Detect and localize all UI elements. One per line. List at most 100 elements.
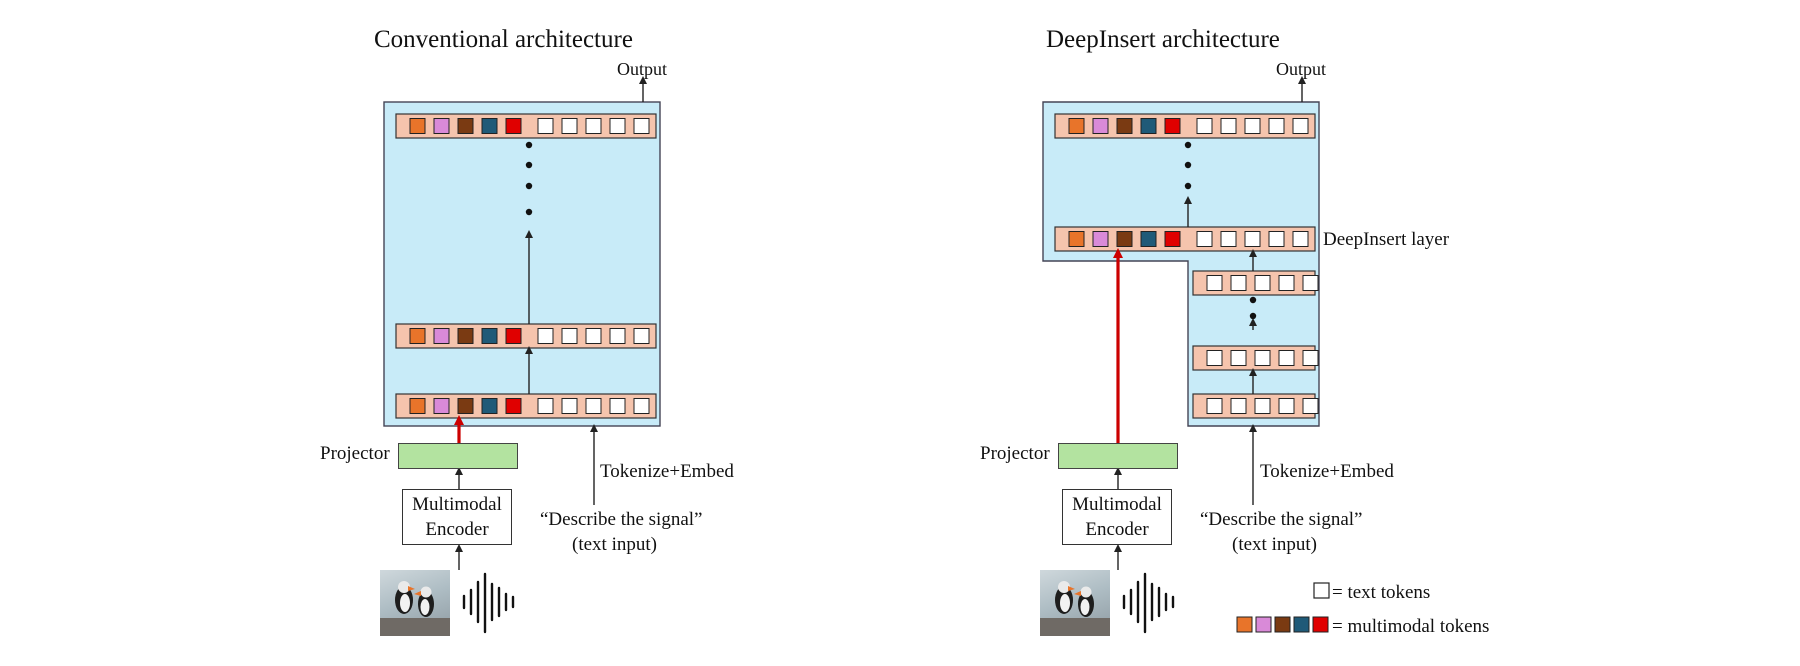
right-text-layer-2-text-token: [1302, 350, 1319, 366]
right-top-layer-multimodal-token: [1140, 118, 1157, 134]
right-text-layer-2-text-token: [1254, 350, 1271, 366]
left-middle-layer-text-token: [537, 328, 554, 344]
deepinsert-layer-label: DeepInsert layer: [1323, 229, 1450, 250]
left-prompt-line1: “Describe the signal”: [540, 509, 703, 530]
left-top-layer-text-token: [633, 118, 650, 134]
left-top-layer-multimodal-token: [457, 118, 474, 134]
right-lower-ellipsis-dot: [1249, 312, 1257, 320]
right-multimodal-encoder: Multimodal Encoder: [1062, 489, 1172, 545]
left-projector-label: Projector: [320, 443, 390, 464]
left-encoder-line1: Multimodal: [412, 494, 502, 515]
right-text-layer-2-text-token: [1206, 350, 1223, 366]
deepinsert-layer-multimodal-token: [1068, 231, 1085, 247]
left-ellipsis-dot: [525, 208, 533, 216]
left-audio-waveform-icon: [460, 570, 530, 636]
right-top-layer-text-token: [1292, 118, 1309, 134]
right-encoder-line1: Multimodal: [1072, 494, 1162, 515]
right-audio-waveform-icon: [1120, 570, 1190, 636]
right-top-layer-text-token: [1196, 118, 1213, 134]
right-text-layer-3-text-token: [1206, 275, 1223, 291]
left-top-layer-multimodal-token: [505, 118, 522, 134]
right-ellipsis-dot: [1184, 161, 1192, 169]
legend-text-token-swatch: [1313, 582, 1330, 599]
left-title: Conventional architecture: [374, 26, 633, 53]
left-middle-layer-multimodal-token: [457, 328, 474, 344]
left-puffin-photo-icon: [380, 570, 450, 636]
left-bottom-layer-multimodal-token: [409, 398, 426, 414]
right-text-layer-3-text-token: [1230, 275, 1247, 291]
left-tokenize-label: Tokenize+Embed: [600, 461, 734, 482]
right-text-layer-2-text-token: [1230, 350, 1247, 366]
right-output-label: Output: [1276, 59, 1327, 79]
right-tokenize-label: Tokenize+Embed: [1260, 461, 1394, 482]
left-ellipsis-dot: [525, 141, 533, 149]
legend-multimodal-token-swatch: [1312, 616, 1329, 633]
deepinsert-layer-text-token: [1196, 231, 1213, 247]
right-text-layer-1-text-token: [1206, 398, 1223, 414]
left-prompt-line2: (text input): [572, 534, 657, 555]
left-bottom-layer-multimodal-token: [505, 398, 522, 414]
left-top-layer-text-token: [537, 118, 554, 134]
left-top-layer-multimodal-token: [409, 118, 426, 134]
right-top-layer-text-token: [1244, 118, 1261, 134]
deepinsert-layer-multimodal-token: [1164, 231, 1181, 247]
right-prompt-line2: (text input): [1232, 534, 1317, 555]
right-puffin-photo-icon: [1040, 570, 1110, 636]
left-middle-layer-multimodal-token: [409, 328, 426, 344]
left-encoder-line2: Encoder: [425, 519, 489, 540]
right-top-layer-text-token: [1220, 118, 1237, 134]
right-text-layer-1-text-token: [1302, 398, 1319, 414]
right-text-layer-1-text-token: [1230, 398, 1247, 414]
deepinsert-layer-text-token: [1268, 231, 1285, 247]
right-text-layer-2-text-token: [1278, 350, 1295, 366]
right-llm-panel: [1042, 101, 1320, 427]
deepinsert-layer-text-token: [1244, 231, 1261, 247]
legend-multimodal-token-swatch: [1255, 616, 1272, 633]
right-prompt-line1: “Describe the signal”: [1200, 509, 1363, 530]
right-title: DeepInsert architecture: [1046, 26, 1280, 53]
legend-text-tokens: = text tokens: [1332, 582, 1431, 603]
deepinsert-layer-multimodal-token: [1140, 231, 1157, 247]
right-text-layer-3-text-token: [1254, 275, 1271, 291]
left-middle-layer-multimodal-token: [481, 328, 498, 344]
right-text-layer-1-text-token: [1254, 398, 1271, 414]
left-bottom-layer-multimodal-token: [481, 398, 498, 414]
left-top-layer-multimodal-token: [481, 118, 498, 134]
deepinsert-layer-text-token: [1292, 231, 1309, 247]
deepinsert-layer-text-token: [1220, 231, 1237, 247]
left-output-label: Output: [617, 59, 668, 79]
right-text-layer-3-text-token: [1278, 275, 1295, 291]
left-bottom-layer-multimodal-token: [457, 398, 474, 414]
right-top-layer-multimodal-token: [1164, 118, 1181, 134]
left-bottom-layer-text-token: [537, 398, 554, 414]
right-text-layer-3-text-token: [1302, 275, 1319, 291]
right-lower-ellipsis-dot: [1249, 296, 1257, 304]
left-top-layer-text-token: [585, 118, 602, 134]
left-bottom-layer-text-token: [561, 398, 578, 414]
right-top-layer-multimodal-token: [1116, 118, 1133, 134]
left-ellipsis-dot: [525, 161, 533, 169]
legend-multimodal-tokens: = multimodal tokens: [1332, 616, 1490, 637]
left-middle-layer-text-token: [633, 328, 650, 344]
left-bottom-layer-text-token: [585, 398, 602, 414]
right-projector: [1058, 443, 1178, 469]
left-middle-layer-multimodal-token: [433, 328, 450, 344]
left-multimodal-encoder: Multimodal Encoder: [402, 489, 512, 545]
deepinsert-layer-multimodal-token: [1116, 231, 1133, 247]
deepinsert-layer-multimodal-token: [1092, 231, 1109, 247]
legend-multimodal-token-swatch: [1293, 616, 1310, 633]
left-top-layer-text-token: [609, 118, 626, 134]
left-bottom-layer-text-token: [609, 398, 626, 414]
left-middle-layer-multimodal-token: [505, 328, 522, 344]
right-top-layer-multimodal-token: [1092, 118, 1109, 134]
right-ellipsis-dot: [1184, 141, 1192, 149]
right-projector-label: Projector: [980, 443, 1050, 464]
left-middle-layer-text-token: [609, 328, 626, 344]
right-top-layer-multimodal-token: [1068, 118, 1085, 134]
left-bottom-layer-multimodal-token: [433, 398, 450, 414]
legend-multimodal-token-swatch: [1236, 616, 1253, 633]
right-ellipsis-dot: [1184, 182, 1192, 190]
left-bottom-layer-text-token: [633, 398, 650, 414]
